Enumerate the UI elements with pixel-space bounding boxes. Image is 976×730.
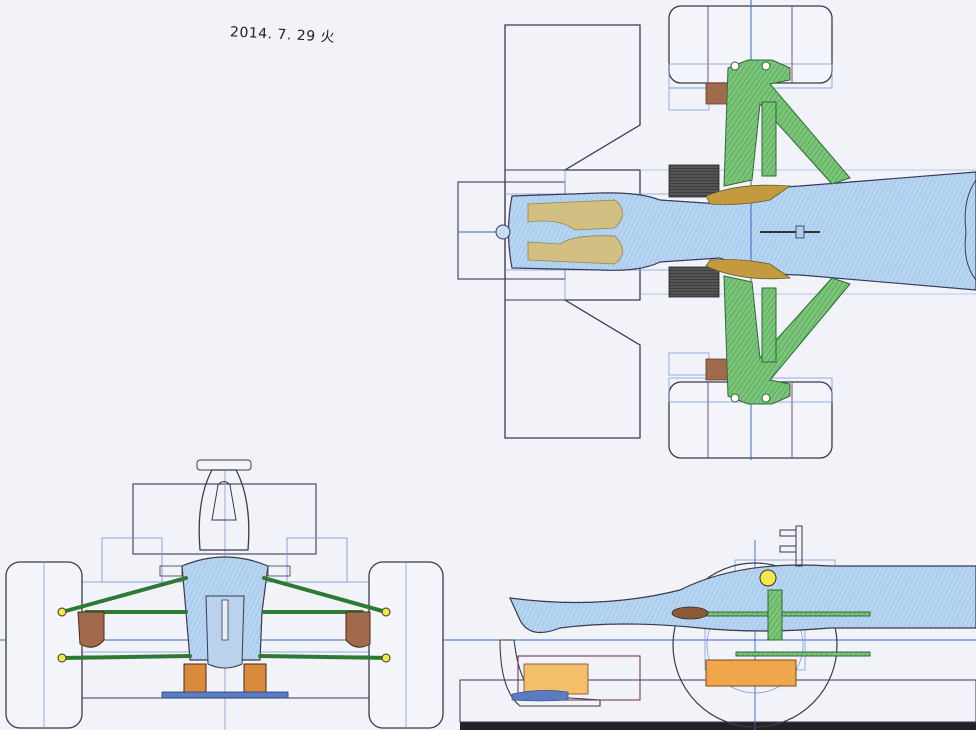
wheel-circle-icon xyxy=(672,562,838,728)
upright-left xyxy=(77,611,105,648)
nose-tip xyxy=(495,224,511,240)
wing-mainplane xyxy=(161,691,289,699)
chassis-side xyxy=(509,564,976,634)
roll-hoop-top xyxy=(196,459,252,471)
ground-line xyxy=(460,722,976,730)
tire-section-lower xyxy=(668,266,720,298)
upright-right xyxy=(345,611,371,648)
front-wing-outline xyxy=(504,24,641,439)
spring-top xyxy=(759,569,777,587)
airbox xyxy=(198,469,250,551)
mount-blade-lower xyxy=(705,259,792,280)
nose-insert-upper xyxy=(527,199,623,231)
front-suspension-top xyxy=(723,59,851,405)
side-view xyxy=(459,525,976,730)
nose-insert-lower xyxy=(527,235,623,265)
front-view xyxy=(0,459,460,730)
mount-blade-upper xyxy=(705,184,792,205)
side-wing-endplate xyxy=(523,663,589,695)
tire-section-upper xyxy=(668,164,720,198)
pushrod-tip xyxy=(671,606,709,620)
upright-block xyxy=(705,659,797,687)
top-view xyxy=(457,0,976,460)
